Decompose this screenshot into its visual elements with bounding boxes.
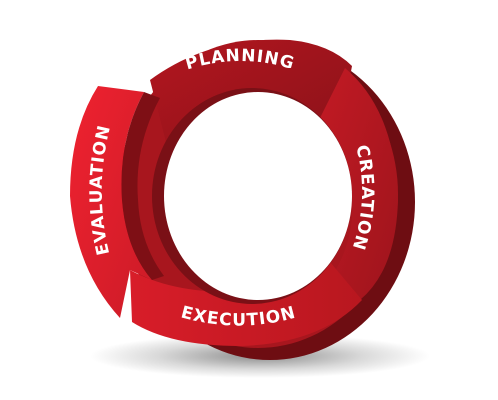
segment-evaluation-bevel (121, 92, 164, 280)
segment-evaluation (70, 86, 152, 318)
segment-creation (320, 68, 398, 300)
ring-hole (164, 92, 352, 300)
